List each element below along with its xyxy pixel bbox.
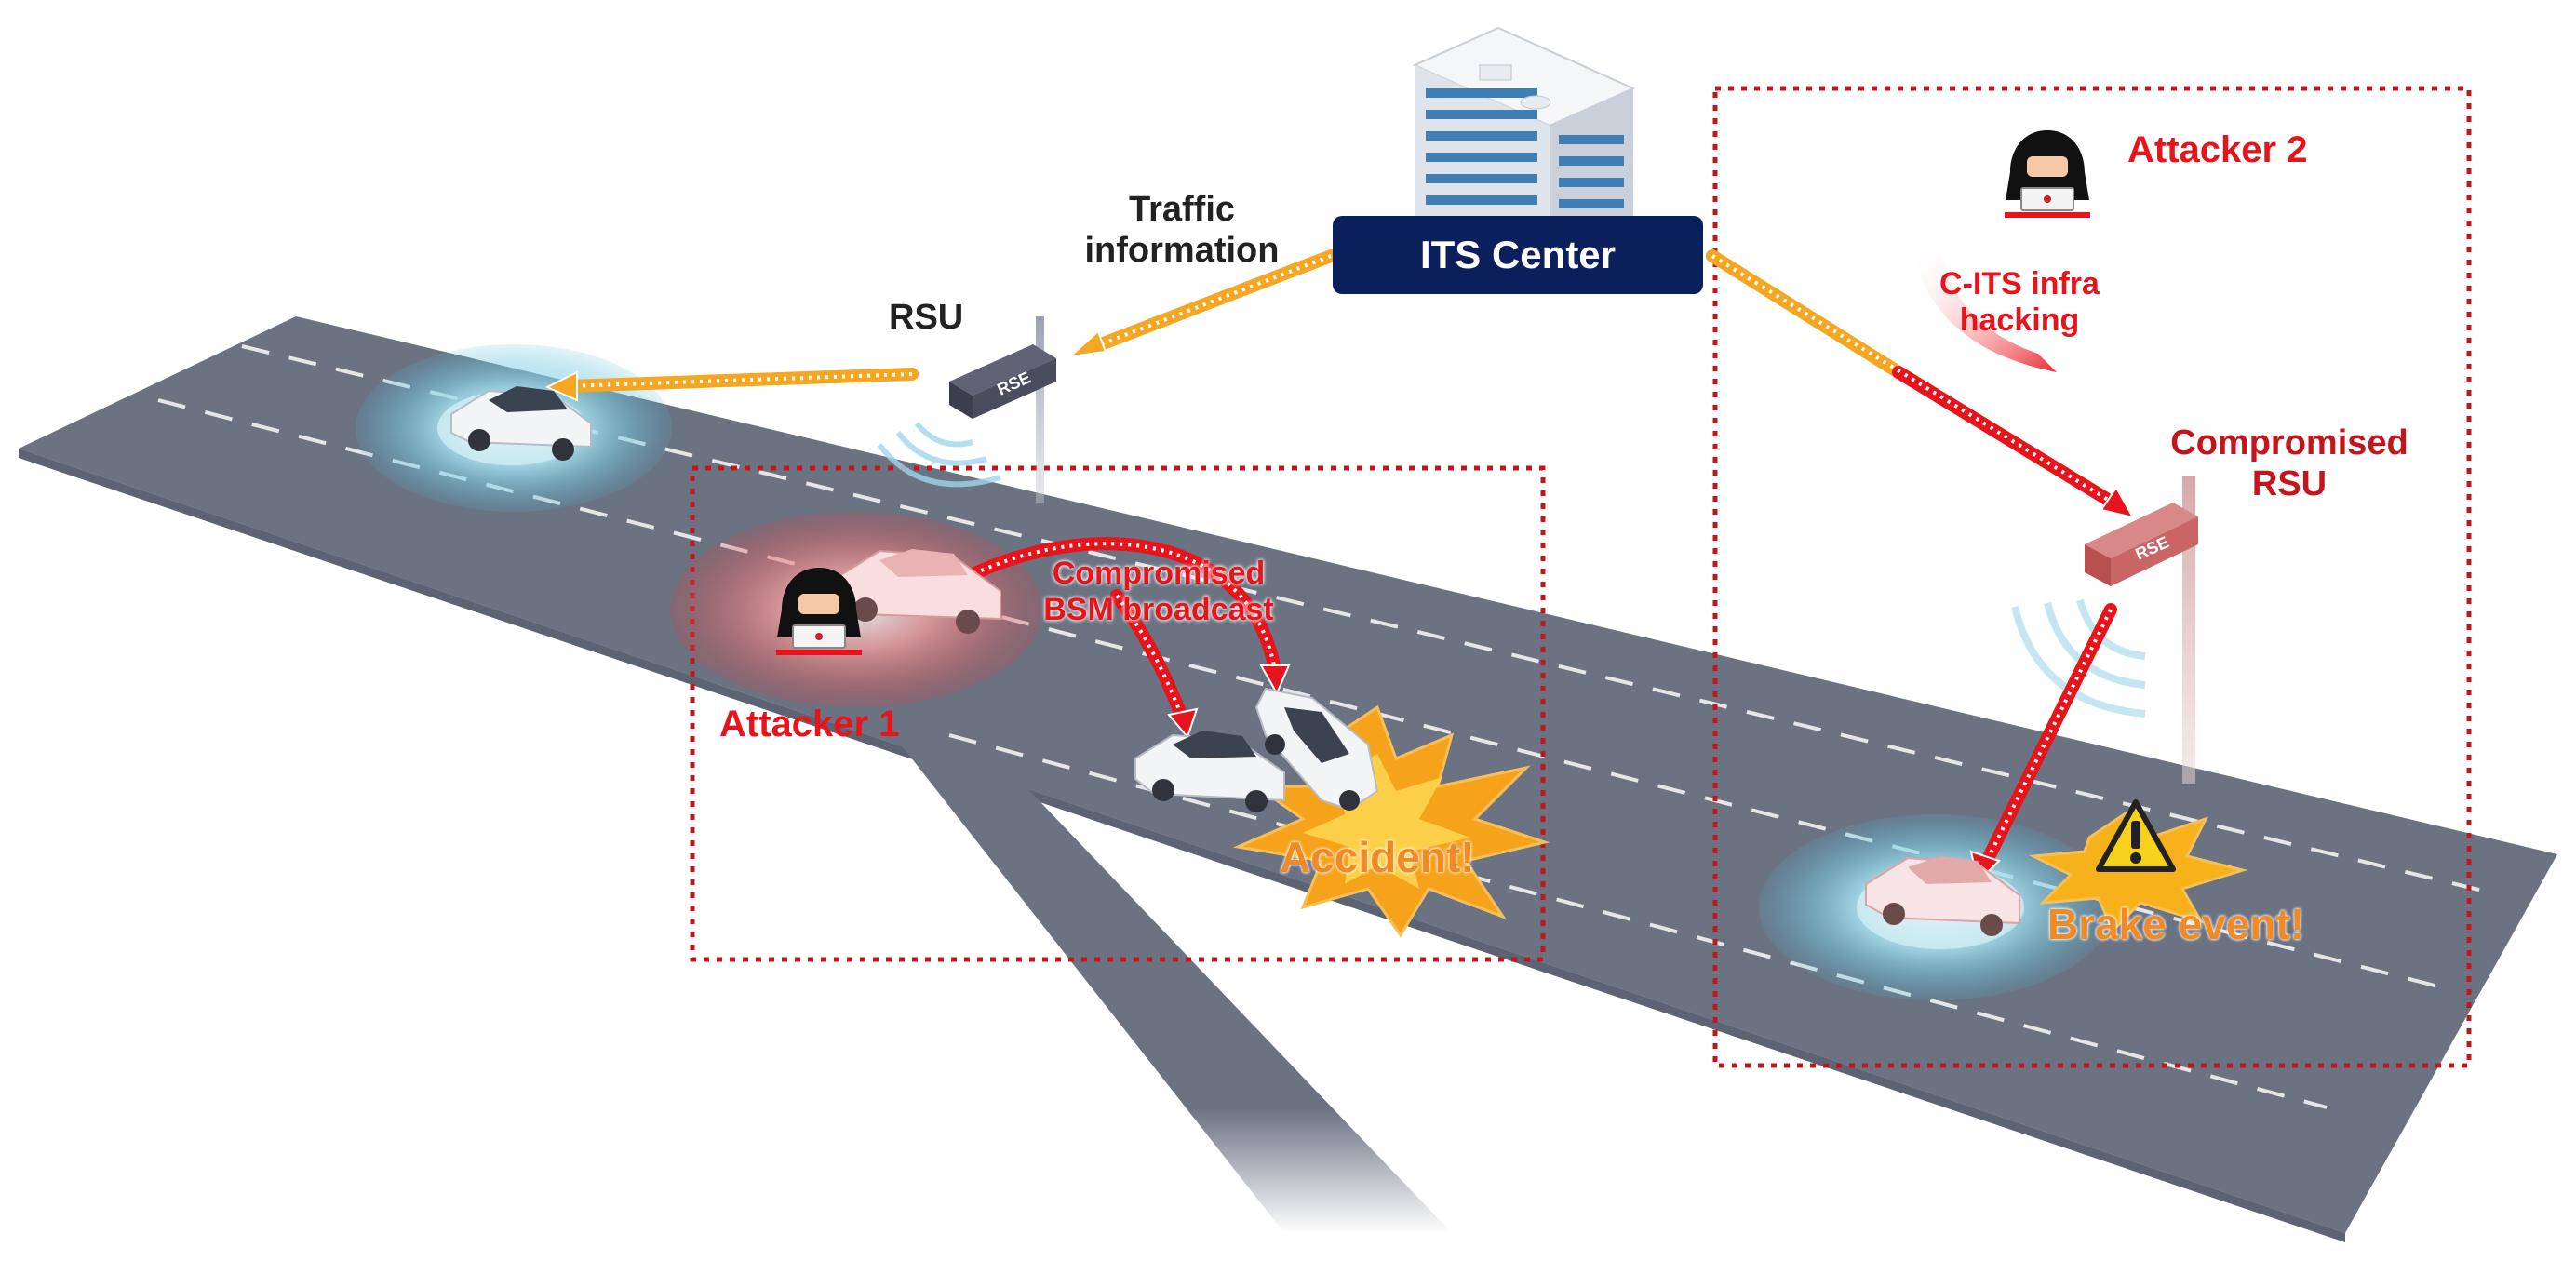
- rse-unit-icon: RSE: [2085, 476, 2198, 784]
- hacking-swoosh: [1912, 251, 2057, 372]
- rsu-label: RSU: [889, 298, 964, 337]
- traffic-info-arrow: [544, 368, 919, 402]
- traffic-info-label: Traffic information: [1061, 190, 1303, 271]
- c-its-line1: C-ITS infra: [1939, 266, 2100, 302]
- traffic-info-line1: Traffic: [1128, 190, 1236, 229]
- car-icon: [1134, 731, 1285, 812]
- compromised-rsu-line1: Compromised: [2170, 423, 2408, 463]
- signal-wave-icon: [877, 422, 1001, 488]
- its-center-box: ITS Center: [1333, 216, 1703, 294]
- warning-icon: [2096, 799, 2176, 872]
- traffic-info-line2: information: [1084, 230, 1280, 270]
- car-icon: [450, 386, 592, 461]
- car-icon: [1254, 687, 1379, 812]
- c-its-hacking-label: C-ITS infra hacking: [1917, 266, 2122, 339]
- road: [19, 316, 2557, 1242]
- attacker1-zone: [690, 465, 1546, 962]
- hacker-icon: [2005, 130, 2090, 218]
- accident-label: Accident!: [1280, 833, 1475, 881]
- brake-event-label: Brake event!: [2047, 900, 2305, 948]
- c-its-line2: hacking: [1959, 302, 2080, 339]
- car-icon: [1865, 856, 2020, 936]
- compromised-rsu-line2: RSU: [2251, 463, 2328, 503]
- compromised-bsm-line1: Compromised: [1052, 556, 1266, 591]
- attacker1-label: Attacker 1: [719, 704, 900, 745]
- car-icon: [837, 549, 1001, 634]
- bsm-broadcast-arrow: [952, 537, 1291, 740]
- compromised-rsu-label: Compromised RSU: [2140, 423, 2438, 504]
- traffic-info-arrow: [1067, 249, 1337, 358]
- compromised-bsm-label: Compromised BSM broadcast: [1019, 556, 1298, 628]
- compromised-bsm-line2: BSM broadcast: [1043, 592, 1274, 628]
- building-icon: [1412, 26, 1636, 223]
- signal-wave-icon: [2011, 598, 2146, 718]
- lane-marking: [948, 733, 2328, 1109]
- hacker-icon: [776, 568, 862, 655]
- rse-unit-icon: RSE: [949, 316, 1056, 503]
- attacker2-zone: [1712, 86, 2472, 1068]
- its-center-label: ITS Center: [1419, 233, 1617, 276]
- attacker2-label: Attacker 2: [2127, 129, 2308, 170]
- compromised-link-arrow: [1706, 249, 2135, 519]
